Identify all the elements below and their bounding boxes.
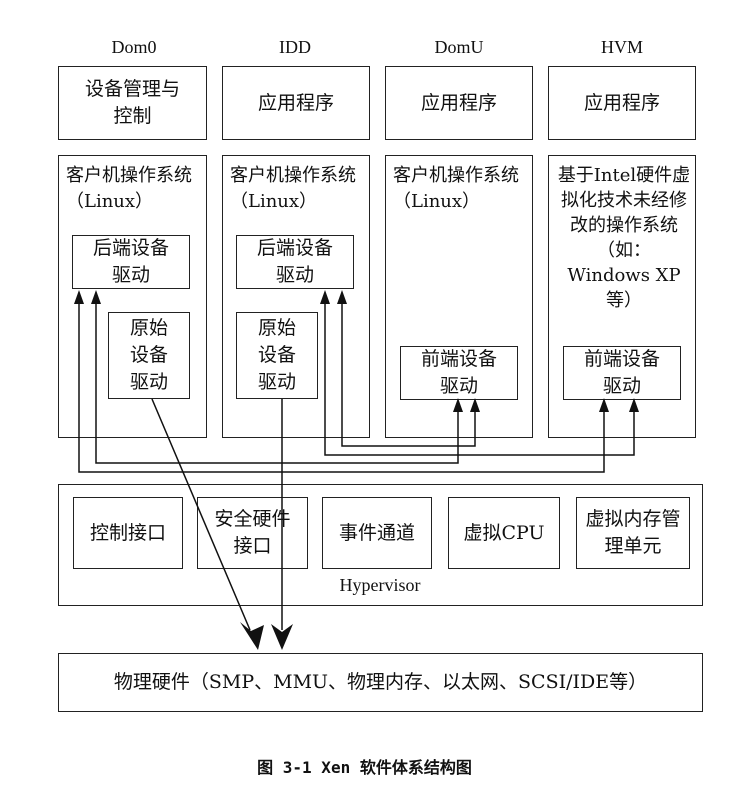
arrowhead-up [74,290,84,304]
arrowhead-up [320,290,330,304]
hv-component-label: 控制接口 [89,521,166,544]
os-label-domu: 客户机操作系统（Linux） [393,165,519,212]
arrowhead-up [470,398,480,412]
native-driver-dom0: 原始设备驱动 [108,312,190,399]
app-box-domu: 应用程序 [385,66,533,140]
backend-driver-idd: 后端设备驱动 [236,235,354,289]
native-driver-idd: 原始设备驱动 [236,312,318,399]
backend-driver-label: 后端设备驱动 [256,237,333,286]
hv-component-secure-hw-interface: 安全硬件接口 [197,497,308,569]
hv-component-virtual-cpu: 虚拟CPU [448,497,560,569]
frontend-driver-hvm: 前端设备驱动 [563,346,681,400]
app-label-dom0: 设备管理与控制 [84,78,180,127]
wire-dom0-domu [95,296,459,464]
native-driver-label: 原始设备驱动 [129,317,168,393]
wire-native-dom0-hw [151,398,251,631]
hv-component-label: 虚拟内存管理单元 [585,508,681,557]
arrowhead-up [629,398,639,412]
hv-component-event-channel: 事件通道 [322,497,432,569]
app-label-domu: 应用程序 [420,91,497,114]
hv-component-label: 安全硬件接口 [214,508,291,557]
arrowhead-down [271,624,293,650]
wire-dom0-hvm [78,296,605,473]
header-hvm: HVM [600,37,643,57]
backend-driver-dom0: 后端设备驱动 [72,235,190,289]
arrowhead-up [337,290,347,304]
hv-component-virtual-mmu: 虚拟内存管理单元 [576,497,690,569]
header-idd: IDD [279,37,311,57]
hypervisor-label: Hypervisor [339,575,421,595]
header-dom0: Dom0 [111,37,157,57]
app-label-idd: 应用程序 [257,91,334,114]
wire-idd-hvm [324,296,635,456]
native-driver-label: 原始设备驱动 [257,317,296,393]
frontend-driver-domu: 前端设备驱动 [400,346,518,400]
arrowhead-up [91,290,101,304]
wire-idd-domu [341,296,476,447]
os-label-dom0: 客户机操作系统（Linux） [66,165,192,212]
frontend-driver-label: 前端设备驱动 [420,348,497,397]
app-box-hvm: 应用程序 [548,66,696,140]
app-box-idd: 应用程序 [222,66,370,140]
os-label-hvm: 基于Intel硬件虚拟化技术未经修改的操作系统（如：Windows XP等） [557,165,691,311]
backend-driver-label: 后端设备驱动 [92,237,169,286]
app-label-hvm: 应用程序 [583,91,660,114]
arrowhead-up [453,398,463,412]
hardware-box: 物理硬件（SMP、MMU、物理内存、以太网、SCSI/IDE等） [58,653,703,712]
hv-component-label: 虚拟CPU [463,521,545,544]
frontend-driver-label: 前端设备驱动 [583,348,660,397]
hv-component-label: 事件通道 [338,521,415,544]
arrowhead-down [240,622,264,650]
header-domu: DomU [434,37,484,57]
arrowhead-up [599,398,609,412]
hardware-label: 物理硬件（SMP、MMU、物理内存、以太网、SCSI/IDE等） [113,671,648,693]
os-label-idd: 客户机操作系统（Linux） [230,165,356,212]
figure-caption: 图 3-1 Xen 软件体系结构图 [257,758,472,777]
hv-component-control-interface: 控制接口 [73,497,183,569]
app-box-dom0: 设备管理与控制 [58,66,207,140]
